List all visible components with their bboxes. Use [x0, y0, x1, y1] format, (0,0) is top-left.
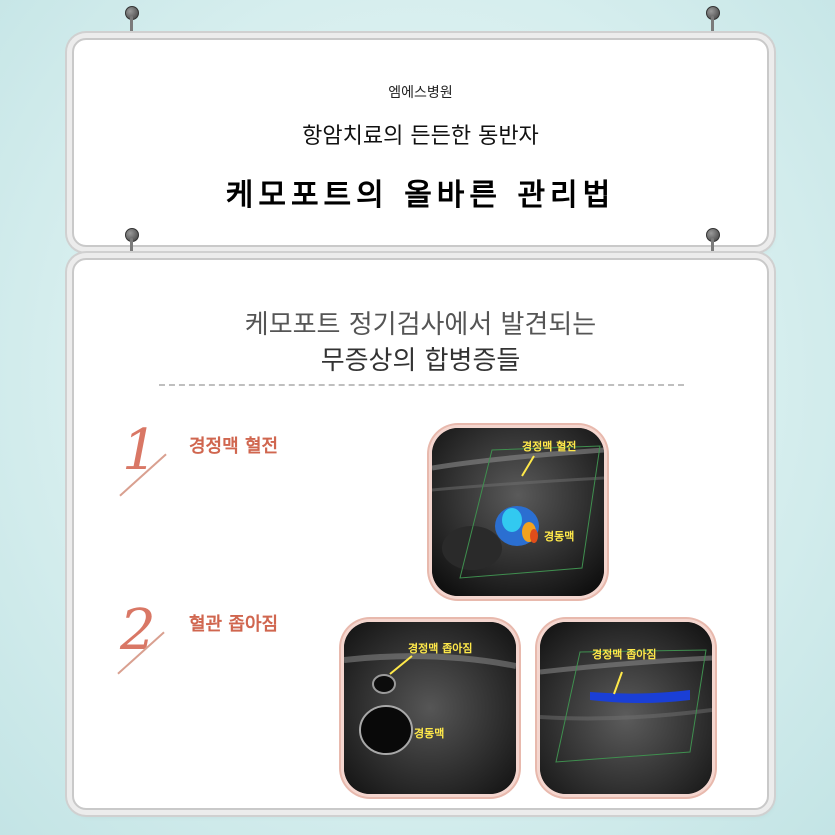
section-heading-line1: 케모포트 정기검사에서 발견되는: [244, 310, 597, 340]
image-label-narrowing: 경정맥 좁아짐: [592, 647, 657, 661]
page-title: 케모포트의 올바른 관리법: [225, 178, 616, 213]
item-label-1: 경정맥 혈전: [189, 436, 279, 457]
ultrasound-image-narrowing-long: 경정맥 좁아짐: [540, 622, 712, 794]
title-card: 엠에스병원 항암치료의 든든한 동반자 케모포트의 올바른 관리법: [72, 38, 769, 247]
section-heading-line2: 무증상의 합병증들: [320, 346, 521, 376]
ultrasound-image-narrowing-cross: 경정맥 좁아짐 경동맥: [344, 622, 516, 794]
subtitle: 항암치료의 든든한 동반자: [302, 124, 539, 149]
item-number-2: 2: [120, 598, 156, 663]
image-label-thrombus: 경정맥 혈전: [522, 439, 576, 453]
image-label-artery: 경동맥: [544, 529, 574, 543]
image-label-artery: 경동맥: [414, 726, 444, 740]
hospital-name: 엠에스병원: [388, 85, 453, 101]
ultrasound-image-thrombus: 경정맥 혈전 경동맥: [432, 428, 604, 596]
item-label-2: 혈관 좁아짐: [189, 614, 279, 635]
item-number-1: 1: [122, 418, 158, 483]
image-label-narrowing: 경정맥 좁아짐: [408, 641, 473, 655]
divider: [159, 384, 684, 386]
content-card: 케모포트 정기검사에서 발견되는 무증상의 합병증들 1 경정맥 혈전 2 혈관…: [72, 258, 769, 810]
